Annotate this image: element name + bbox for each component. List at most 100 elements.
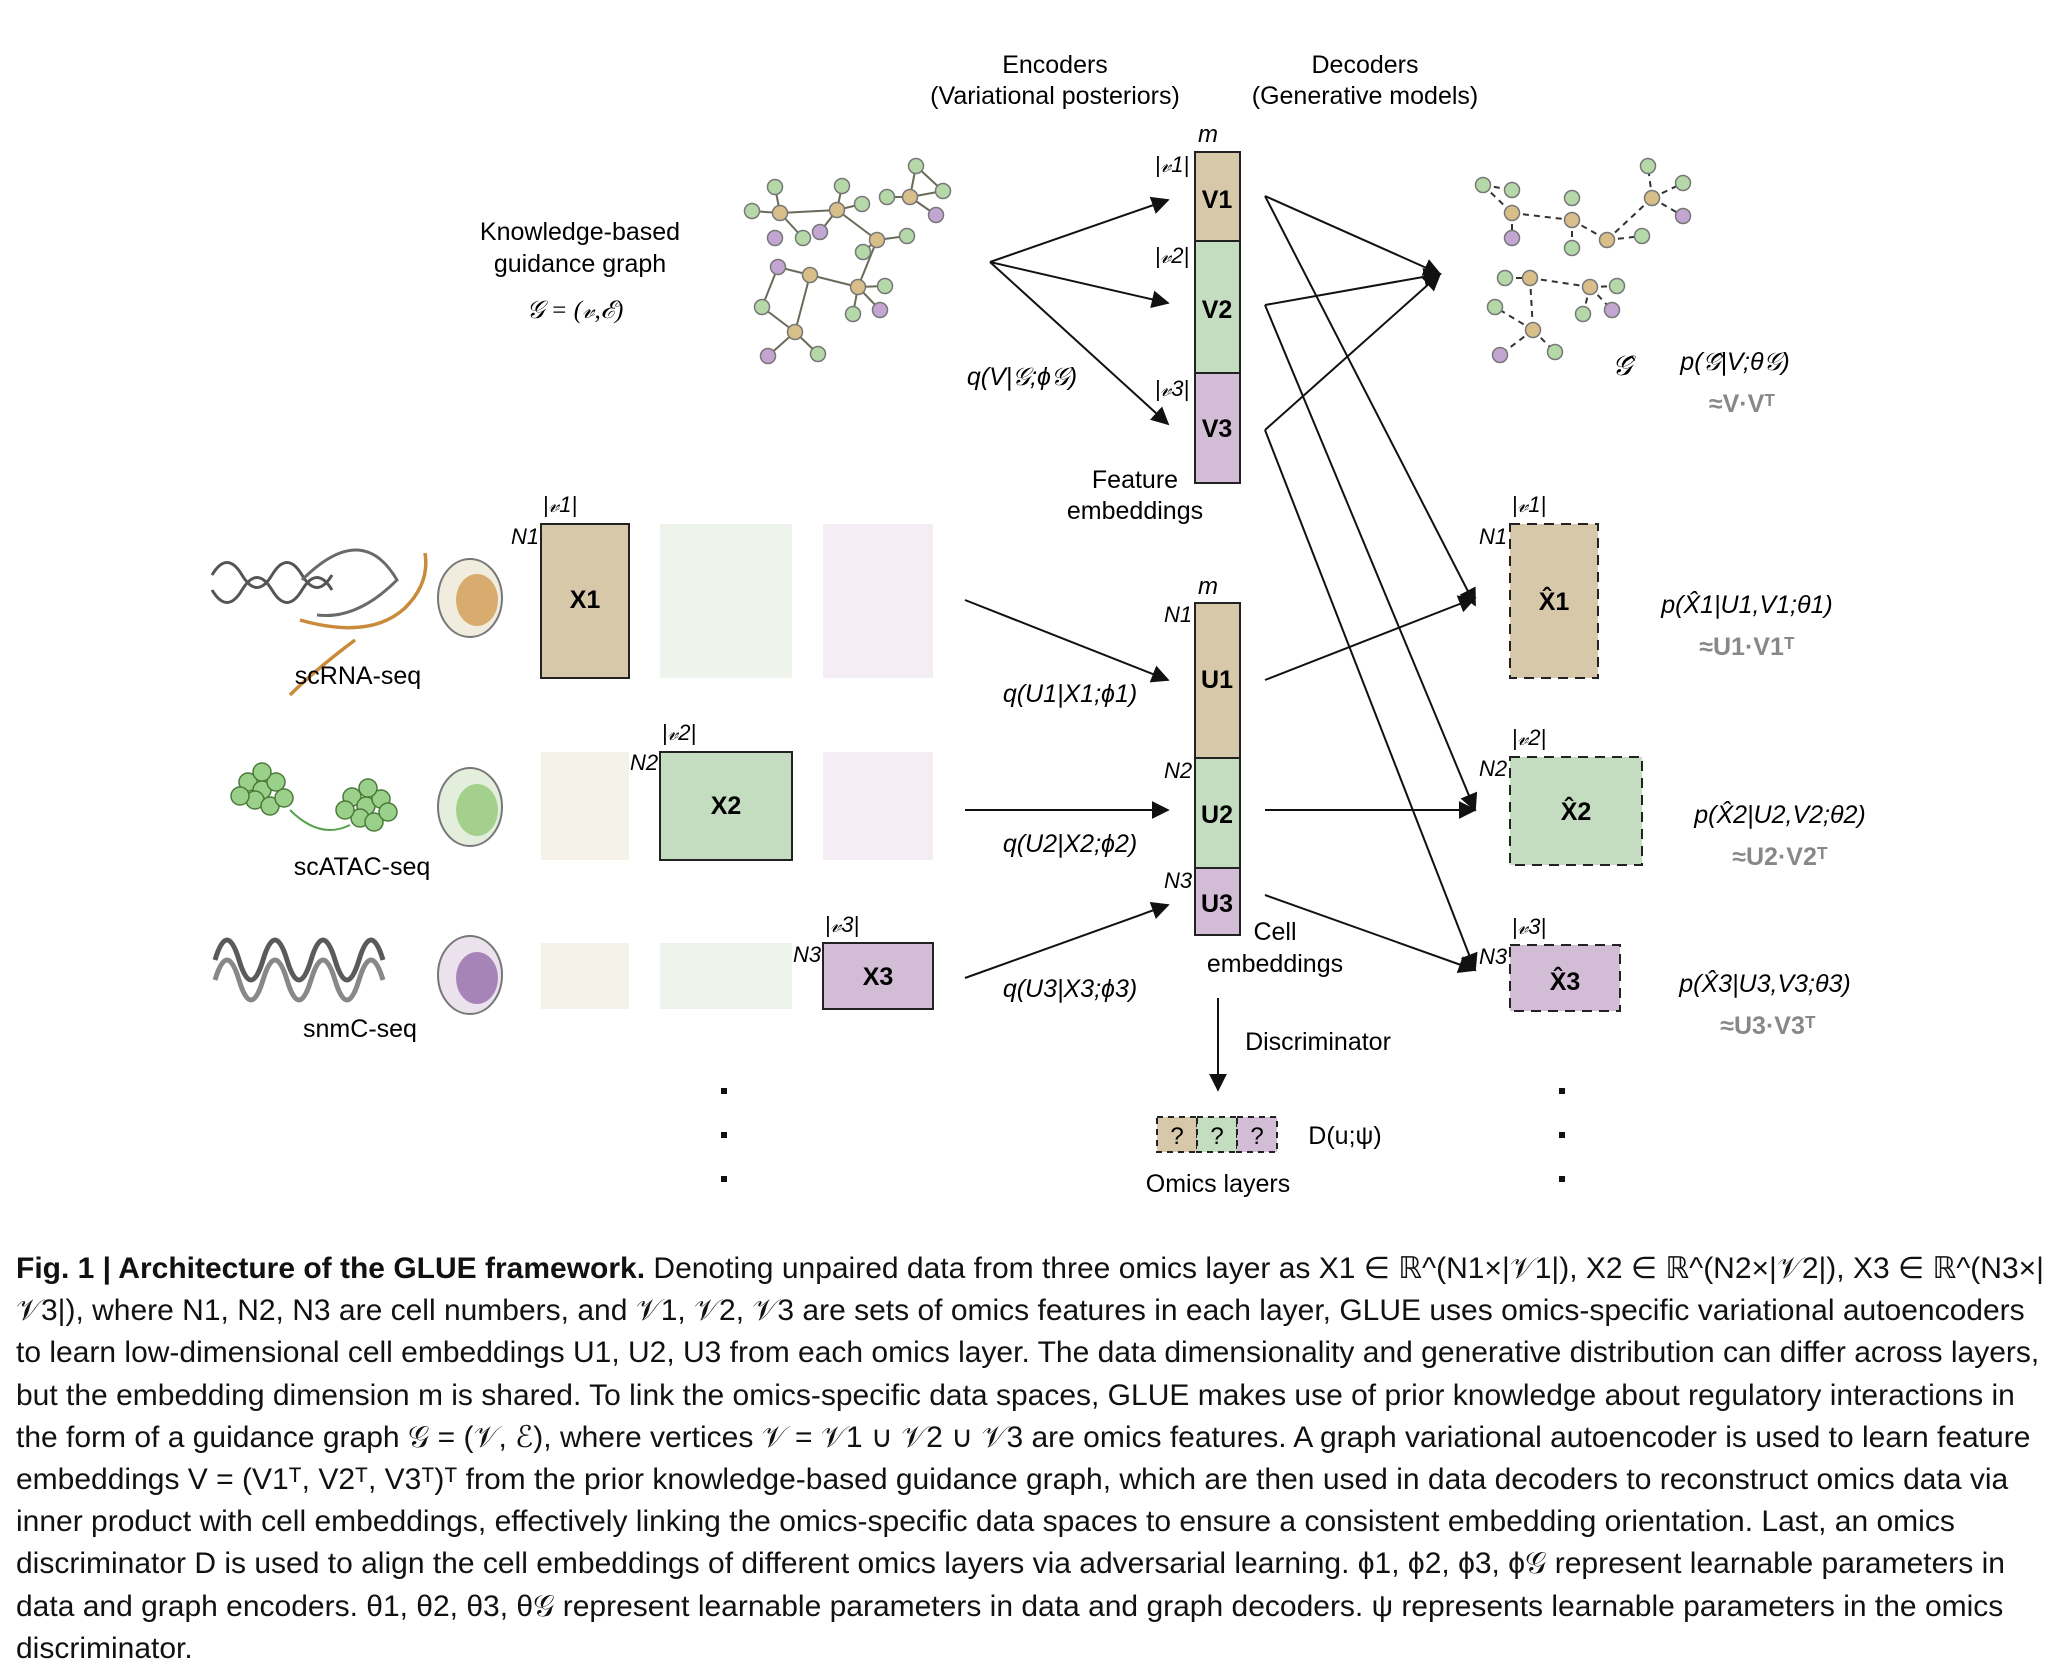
- decoder-2-formula: p(X̂2|U2,V2;θ2): [1693, 800, 1866, 829]
- rna-icon: [210, 548, 428, 697]
- guidance-graph-formula: 𝒢 = (𝓋,ℰ): [527, 297, 624, 324]
- data-encoder-arrows: [964, 599, 1170, 979]
- v2-dim: |𝓋2|: [1155, 243, 1190, 268]
- encoders-title: Encoders: [1002, 51, 1108, 79]
- discriminator-cell-2: [1196, 1116, 1238, 1153]
- decoders-subtitle: (Generative models): [1252, 82, 1478, 110]
- dna-icon: [212, 937, 386, 1003]
- x3-hat-matrix: [1509, 944, 1621, 1012]
- x3-hat-cols: |𝓋3|: [1512, 914, 1547, 939]
- x2-hat-rows: N2: [1479, 756, 1507, 781]
- decoder-2-approx: ≈U2·V2ᵀ: [1732, 843, 1828, 871]
- cell-embeddings-label-2: embeddings: [1207, 950, 1343, 978]
- v3-block: [1194, 372, 1241, 484]
- feature-embeddings-label: Feature: [1092, 466, 1178, 494]
- v3-label: V3: [1202, 415, 1233, 443]
- x1-placeholder-green: [660, 524, 792, 678]
- encoder-3-formula: q(U3|X3;ϕ3): [1003, 975, 1137, 1003]
- x2-hat-cols: |𝓋2|: [1512, 725, 1547, 750]
- atac-cell-icon: [437, 767, 503, 847]
- x2-label: X2: [711, 792, 742, 820]
- dna-cell-icon: [437, 935, 503, 1015]
- x1-hat-rows: N1: [1479, 524, 1507, 549]
- graph-decoder-formula: p(𝒢̂|V;θ𝒢): [1679, 348, 1789, 376]
- rna-cell-icon: [437, 558, 503, 638]
- u1-label: U1: [1201, 666, 1233, 694]
- guidance-graph-label-2: guidance graph: [494, 250, 666, 278]
- encoder-1-formula: q(U1|X1;ϕ1): [1003, 680, 1137, 708]
- scrna-seq-label: scRNA-seq: [295, 662, 421, 690]
- caption-heading: Fig. 1 | Architecture of the GLUE framew…: [16, 1252, 646, 1285]
- u2-block: [1194, 757, 1241, 869]
- x3-label: X3: [863, 963, 894, 991]
- cell-embeddings-label: Cell: [1253, 918, 1296, 946]
- guidance-graph-nodes: [743, 157, 952, 365]
- discriminator-formula: D(u;ψ): [1308, 1122, 1381, 1150]
- x2-matrix: [659, 751, 793, 861]
- x2-rows: N2: [630, 750, 658, 775]
- x3-hat-label: X̂3: [1550, 966, 1581, 996]
- v2-label: V2: [1202, 296, 1233, 324]
- x3-placeholder-tan: [541, 943, 629, 1009]
- ellipsis-dots: [721, 1088, 1565, 1182]
- cell-dim-label: m: [1198, 573, 1218, 600]
- feature-embeddings-label-2: embeddings: [1067, 497, 1203, 525]
- u1-rows: N1: [1164, 602, 1192, 627]
- x1-hat-matrix: [1509, 523, 1599, 679]
- reconstructed-graph-symbol: 𝒢̂: [1612, 351, 1636, 382]
- x2-cols: |𝓋2|: [662, 720, 697, 745]
- figure-caption: Fig. 1 | Architecture of the GLUE framew…: [16, 1248, 2056, 1670]
- caption-body: Denoting unpaired data from three omics …: [16, 1252, 2044, 1665]
- encoders-subtitle: (Variational posteriors): [930, 82, 1180, 110]
- x3-rows: N3: [793, 942, 822, 967]
- v1-dim: |𝓋1|: [1155, 152, 1190, 177]
- graph-decoder-approx: ≈V·Vᵀ: [1709, 390, 1775, 418]
- x2-placeholder-purple: [823, 752, 933, 860]
- decoder-3-formula: p(X̂3|U3,V3;θ3): [1678, 969, 1851, 998]
- atac-linker: [289, 809, 351, 831]
- x1-rows: N1: [511, 524, 539, 549]
- x1-cols: |𝓋1|: [543, 492, 578, 517]
- guidance-graph-label: Knowledge-based: [480, 218, 680, 246]
- discriminator-label: Discriminator: [1245, 1028, 1391, 1056]
- v1-label: V1: [1202, 186, 1233, 214]
- u3-label: U3: [1201, 890, 1233, 918]
- feature-dim-label: m: [1198, 121, 1218, 148]
- omics-layers-label: Omics layers: [1146, 1170, 1290, 1198]
- discriminator-cell-1: [1156, 1116, 1198, 1153]
- u2-rows: N2: [1164, 758, 1192, 783]
- x1-placeholder-purple: [823, 524, 933, 678]
- v1-block: [1194, 151, 1241, 242]
- u2-label: U2: [1201, 801, 1233, 829]
- v2-block: [1194, 240, 1241, 374]
- encoder-2-formula: q(U2|X2;ϕ2): [1003, 830, 1137, 858]
- atac-icon: [230, 762, 398, 832]
- discriminator-q3: ?: [1250, 1123, 1263, 1150]
- x2-placeholder-tan: [541, 752, 629, 860]
- u1-block: [1194, 602, 1241, 759]
- decoder-3-approx: ≈U3·V3ᵀ: [1720, 1012, 1816, 1040]
- x1-label: X1: [570, 586, 601, 614]
- discriminator-q2: ?: [1210, 1123, 1223, 1150]
- discriminator-cell-3: [1236, 1116, 1278, 1153]
- x3-matrix: [822, 942, 934, 1010]
- decoders-title: Decoders: [1312, 51, 1419, 79]
- decoder-1-formula: p(X̂1|U1,V1;θ1): [1660, 590, 1833, 619]
- decoder-1-approx: ≈U1·V1ᵀ: [1699, 633, 1795, 661]
- x3-placeholder-green: [660, 943, 792, 1009]
- x1-hat-label: X̂1: [1539, 586, 1570, 616]
- x2-hat-matrix: [1509, 756, 1643, 866]
- scatac-seq-label: scATAC-seq: [294, 853, 431, 881]
- x2-hat-label: X̂2: [1561, 796, 1592, 826]
- u3-rows: N3: [1164, 868, 1193, 893]
- snmc-seq-label: snmC-seq: [303, 1015, 417, 1043]
- v3-dim: |𝓋3|: [1155, 376, 1190, 401]
- x3-cols: |𝓋3|: [825, 912, 860, 937]
- u3-block: [1194, 867, 1241, 936]
- reconstructed-graph-nodes: [1474, 157, 1692, 364]
- x1-matrix: [540, 523, 630, 679]
- discriminator-q1: ?: [1170, 1123, 1183, 1150]
- glue-architecture-figure: Encoders (Variational posteriors) Decode…: [210, 51, 1866, 1198]
- graph-encoder-arrows: [989, 196, 1170, 426]
- x1-hat-cols: |𝓋1|: [1512, 492, 1547, 517]
